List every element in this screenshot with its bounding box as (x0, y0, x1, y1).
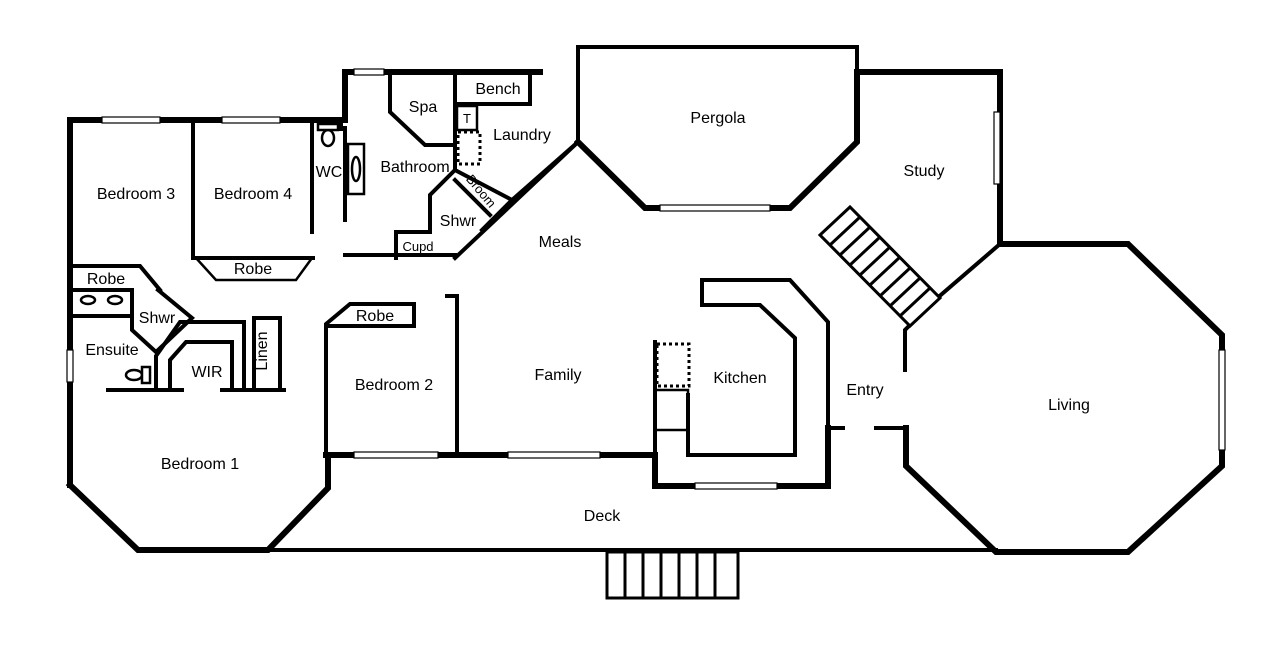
label-wc: WC (316, 164, 343, 181)
label-shwr-ensuite: Shwr (139, 310, 176, 327)
label-bathroom: Bathroom (380, 159, 449, 176)
label-toilet: T (463, 111, 471, 126)
label-kitchen: Kitchen (713, 370, 766, 387)
internal-stairs (817, 204, 943, 329)
label-ensuite: Ensuite (85, 342, 138, 359)
label-living: Living (1048, 397, 1090, 414)
label-bedroom-4: Bedroom 4 (214, 186, 292, 203)
label-bedroom-1: Bedroom 1 (161, 456, 239, 473)
label-bench: Bench (475, 81, 520, 98)
label-meals: Meals (539, 234, 582, 251)
label-wir: WIR (191, 364, 222, 381)
label-cupd: Cupd (402, 239, 433, 254)
label-pergola: Pergola (690, 110, 745, 127)
room-labels: Pergola Bench Spa T Laundry WC Bathroom … (85, 81, 1090, 525)
label-deck: Deck (584, 508, 621, 525)
label-bedroom-3: Bedroom 3 (97, 186, 175, 203)
label-robe-bedroom-4: Robe (234, 261, 272, 278)
label-family: Family (534, 367, 581, 384)
deck-stairs (605, 550, 740, 600)
windows (66, 68, 1226, 490)
label-laundry: Laundry (493, 127, 551, 144)
label-bedroom-2: Bedroom 2 (355, 377, 433, 394)
label-linen: Linen (254, 331, 271, 370)
label-robe-ensuite: Robe (87, 271, 125, 288)
label-spa: Spa (409, 99, 438, 116)
label-study: Study (904, 163, 945, 180)
label-entry: Entry (846, 382, 883, 399)
label-robe-bedroom-2: Robe (356, 308, 394, 325)
label-shwr-bathroom: Shwr (440, 213, 477, 230)
